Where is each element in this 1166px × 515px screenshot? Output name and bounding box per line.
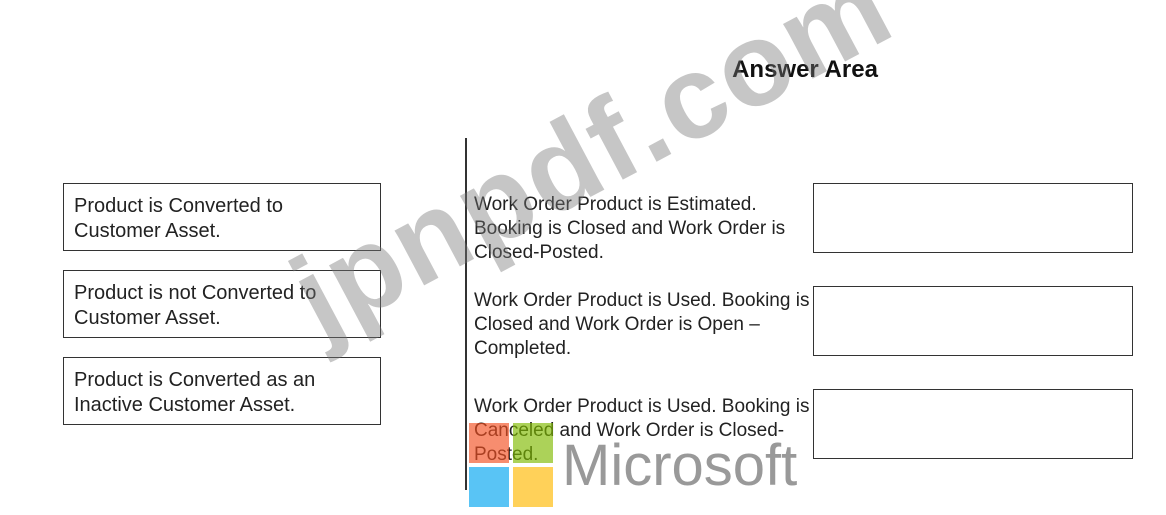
drop-target-used-canceled[interactable] bbox=[813, 389, 1133, 459]
statement-used-canceled: Work Order Product is Used. Booking is C… bbox=[474, 396, 810, 465]
answer-area-title: Answer Area bbox=[732, 56, 878, 83]
statement-estimated: Work Order Product is Estimated. Booking… bbox=[474, 194, 786, 263]
drop-target-used-open[interactable] bbox=[813, 286, 1133, 356]
drop-target-estimated[interactable] bbox=[813, 183, 1133, 253]
option-not-converted[interactable]: Product is not Converted to Customer Ass… bbox=[63, 270, 381, 338]
option-inactive-asset[interactable]: Product is Converted as an Inactive Cust… bbox=[63, 357, 381, 425]
divider bbox=[465, 138, 467, 490]
option-converted[interactable]: Product is Converted to Customer Asset. bbox=[63, 183, 381, 251]
statement-used-open: Work Order Product is Used. Booking is C… bbox=[474, 290, 810, 359]
